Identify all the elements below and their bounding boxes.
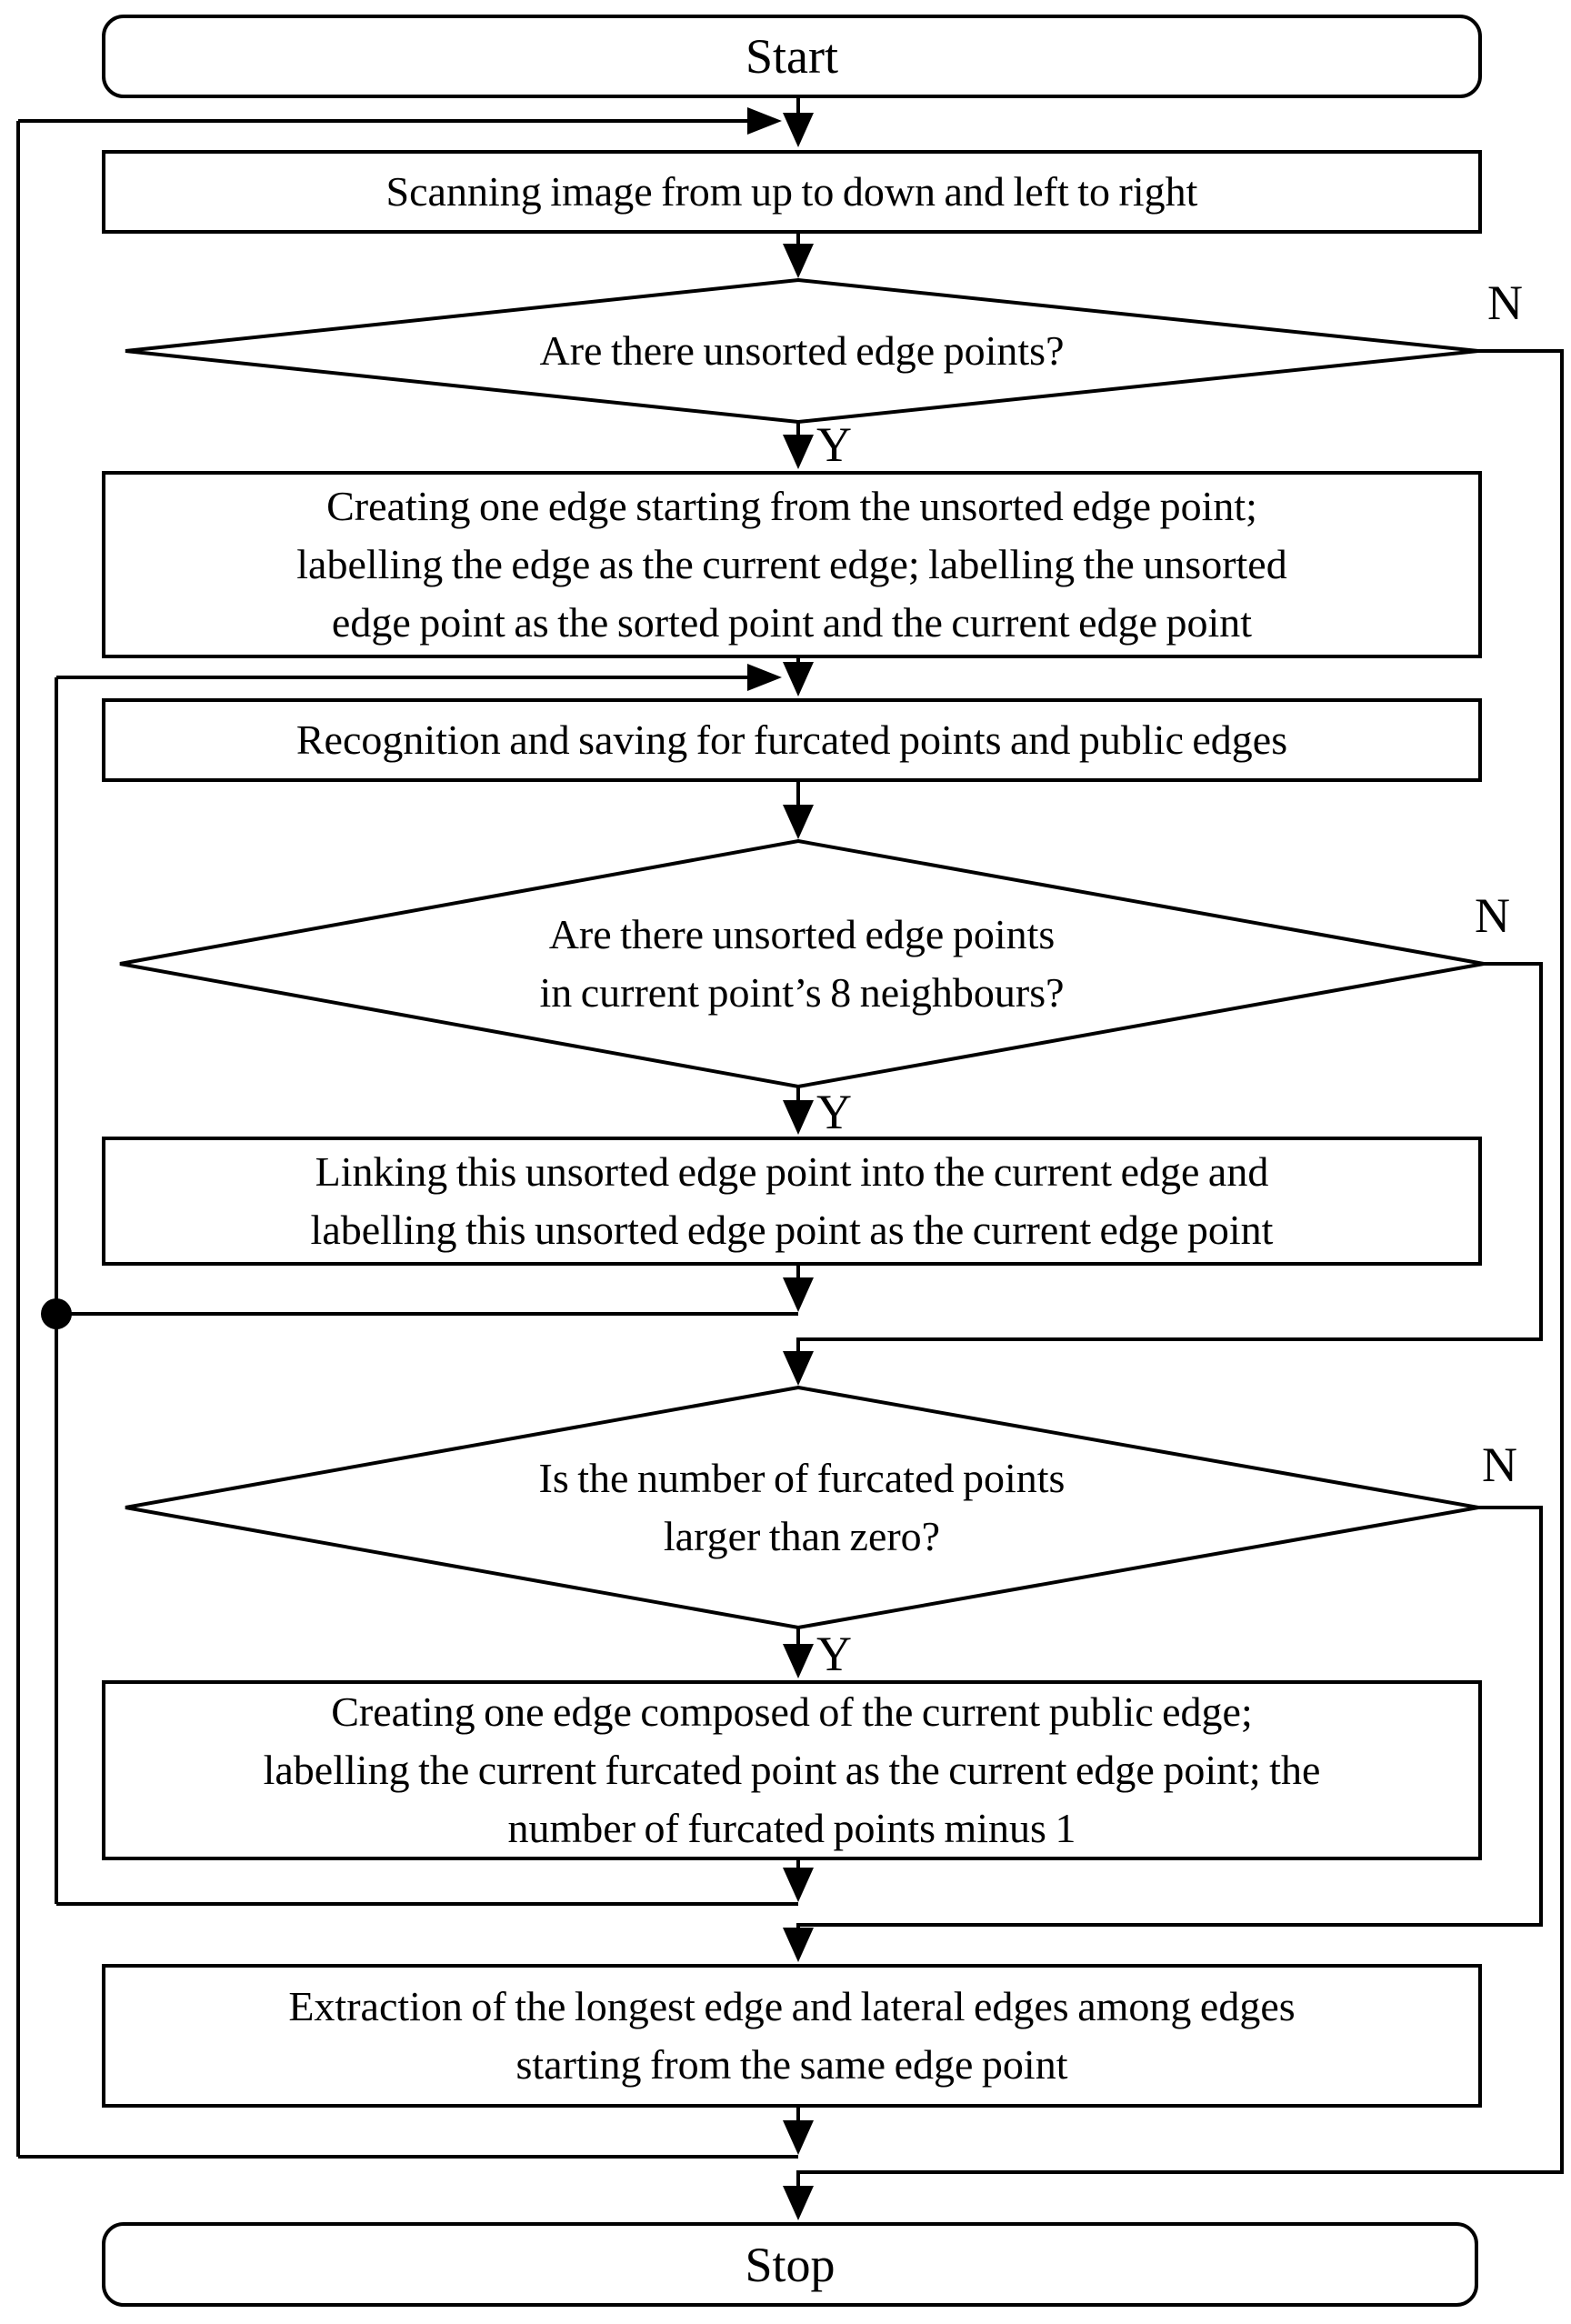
arrowhead-into-scan (783, 113, 814, 147)
arrowhead-entry-recognition (747, 664, 782, 691)
process-create-composed-line2: labelling the current furcated point as … (263, 1747, 1321, 1793)
process-create-edge-line2: labelling the edge as the current edge; … (296, 541, 1287, 587)
arrowhead-composed-out (783, 1868, 814, 1902)
start-node: Start (102, 15, 1482, 98)
process-linking-line2: labelling this unsorted edge point as th… (310, 1207, 1274, 1253)
process-create-edge-line1: Creating one edge starting from the unso… (326, 483, 1257, 529)
stop-node: Stop (102, 2222, 1478, 2307)
label-no-decision3: N (1482, 1437, 1517, 1492)
arrowhead-into-decision3 (783, 1351, 814, 1386)
arrowhead-into-composed (783, 1644, 814, 1678)
process-recognition-label: Recognition and saving for furcated poin… (295, 716, 1288, 763)
process-extraction-line2: starting from the same edge point (515, 2041, 1068, 2088)
arrowhead-into-createedge (783, 435, 814, 469)
arrowhead-into-linking (783, 1100, 814, 1135)
process-create-composed: Creating one edge composed of the curren… (102, 1680, 1482, 1860)
label-no-decision1: N (1487, 275, 1523, 330)
process-extraction-line1: Extraction of the longest edge and later… (288, 1983, 1296, 2029)
label-no-decision2: N (1475, 888, 1510, 943)
process-linking-line1: Linking this unsorted edge point into th… (315, 1148, 1269, 1195)
decision-neighbours-line1: Are there unsorted edge points (548, 911, 1056, 957)
decision-unsorted-shape (125, 277, 1479, 425)
label-yes-decision3: Y (816, 1627, 852, 1681)
decision-furcated-line1: Is the number of furcated points (538, 1455, 1066, 1501)
arrowhead-into-stop (783, 2186, 814, 2220)
stop-label: Stop (745, 2237, 836, 2292)
process-create-composed-line1: Creating one edge composed of the curren… (331, 1688, 1253, 1735)
decision-furcated-text: Is the number of furcated points larger … (302, 1417, 1302, 1598)
decision-furcated-line2: larger than zero? (663, 1513, 941, 1559)
label-yes-decision1: Y (816, 417, 852, 472)
process-scan: Scanning image from up to down and left … (102, 150, 1482, 234)
decision-neighbours-text: Are there unsorted edge points in curren… (302, 873, 1302, 1055)
process-create-edge: Creating one edge starting from the unso… (102, 471, 1482, 658)
arrowhead-linking-out (783, 1277, 814, 1312)
arrowhead-into-recognition (783, 662, 814, 696)
decision-furcated-shape (125, 1385, 1479, 1630)
junction-dot (41, 1298, 72, 1329)
arrowhead-into-decision1 (783, 244, 814, 278)
start-label: Start (745, 29, 838, 84)
arrowhead-into-decision2 (783, 805, 814, 839)
process-recognition: Recognition and saving for furcated poin… (102, 698, 1482, 782)
process-extraction: Extraction of the longest edge and later… (102, 1964, 1482, 2108)
process-scan-label: Scanning image from up to down and left … (385, 168, 1198, 215)
arrowhead-entry-scan (747, 107, 782, 135)
decision-neighbours-line2: in current point’s 8 neighbours? (539, 969, 1065, 1016)
arrowhead-into-extraction (783, 1928, 814, 1962)
process-create-edge-line3: edge point as the sorted point and the c… (331, 599, 1253, 646)
arrowhead-extraction-out (783, 2120, 814, 2155)
process-linking: Linking this unsorted edge point into th… (102, 1137, 1482, 1266)
edge-decision1-no (796, 349, 1564, 2209)
process-create-composed-line3: number of furcated points minus 1 (507, 1805, 1076, 1851)
decision-unsorted-line1: Are there unsorted edge points? (539, 327, 1065, 374)
decision-neighbours-shape (119, 838, 1485, 1089)
label-yes-decision2: Y (816, 1085, 852, 1139)
decision-unsorted-text: Are there unsorted edge points? (302, 296, 1302, 406)
